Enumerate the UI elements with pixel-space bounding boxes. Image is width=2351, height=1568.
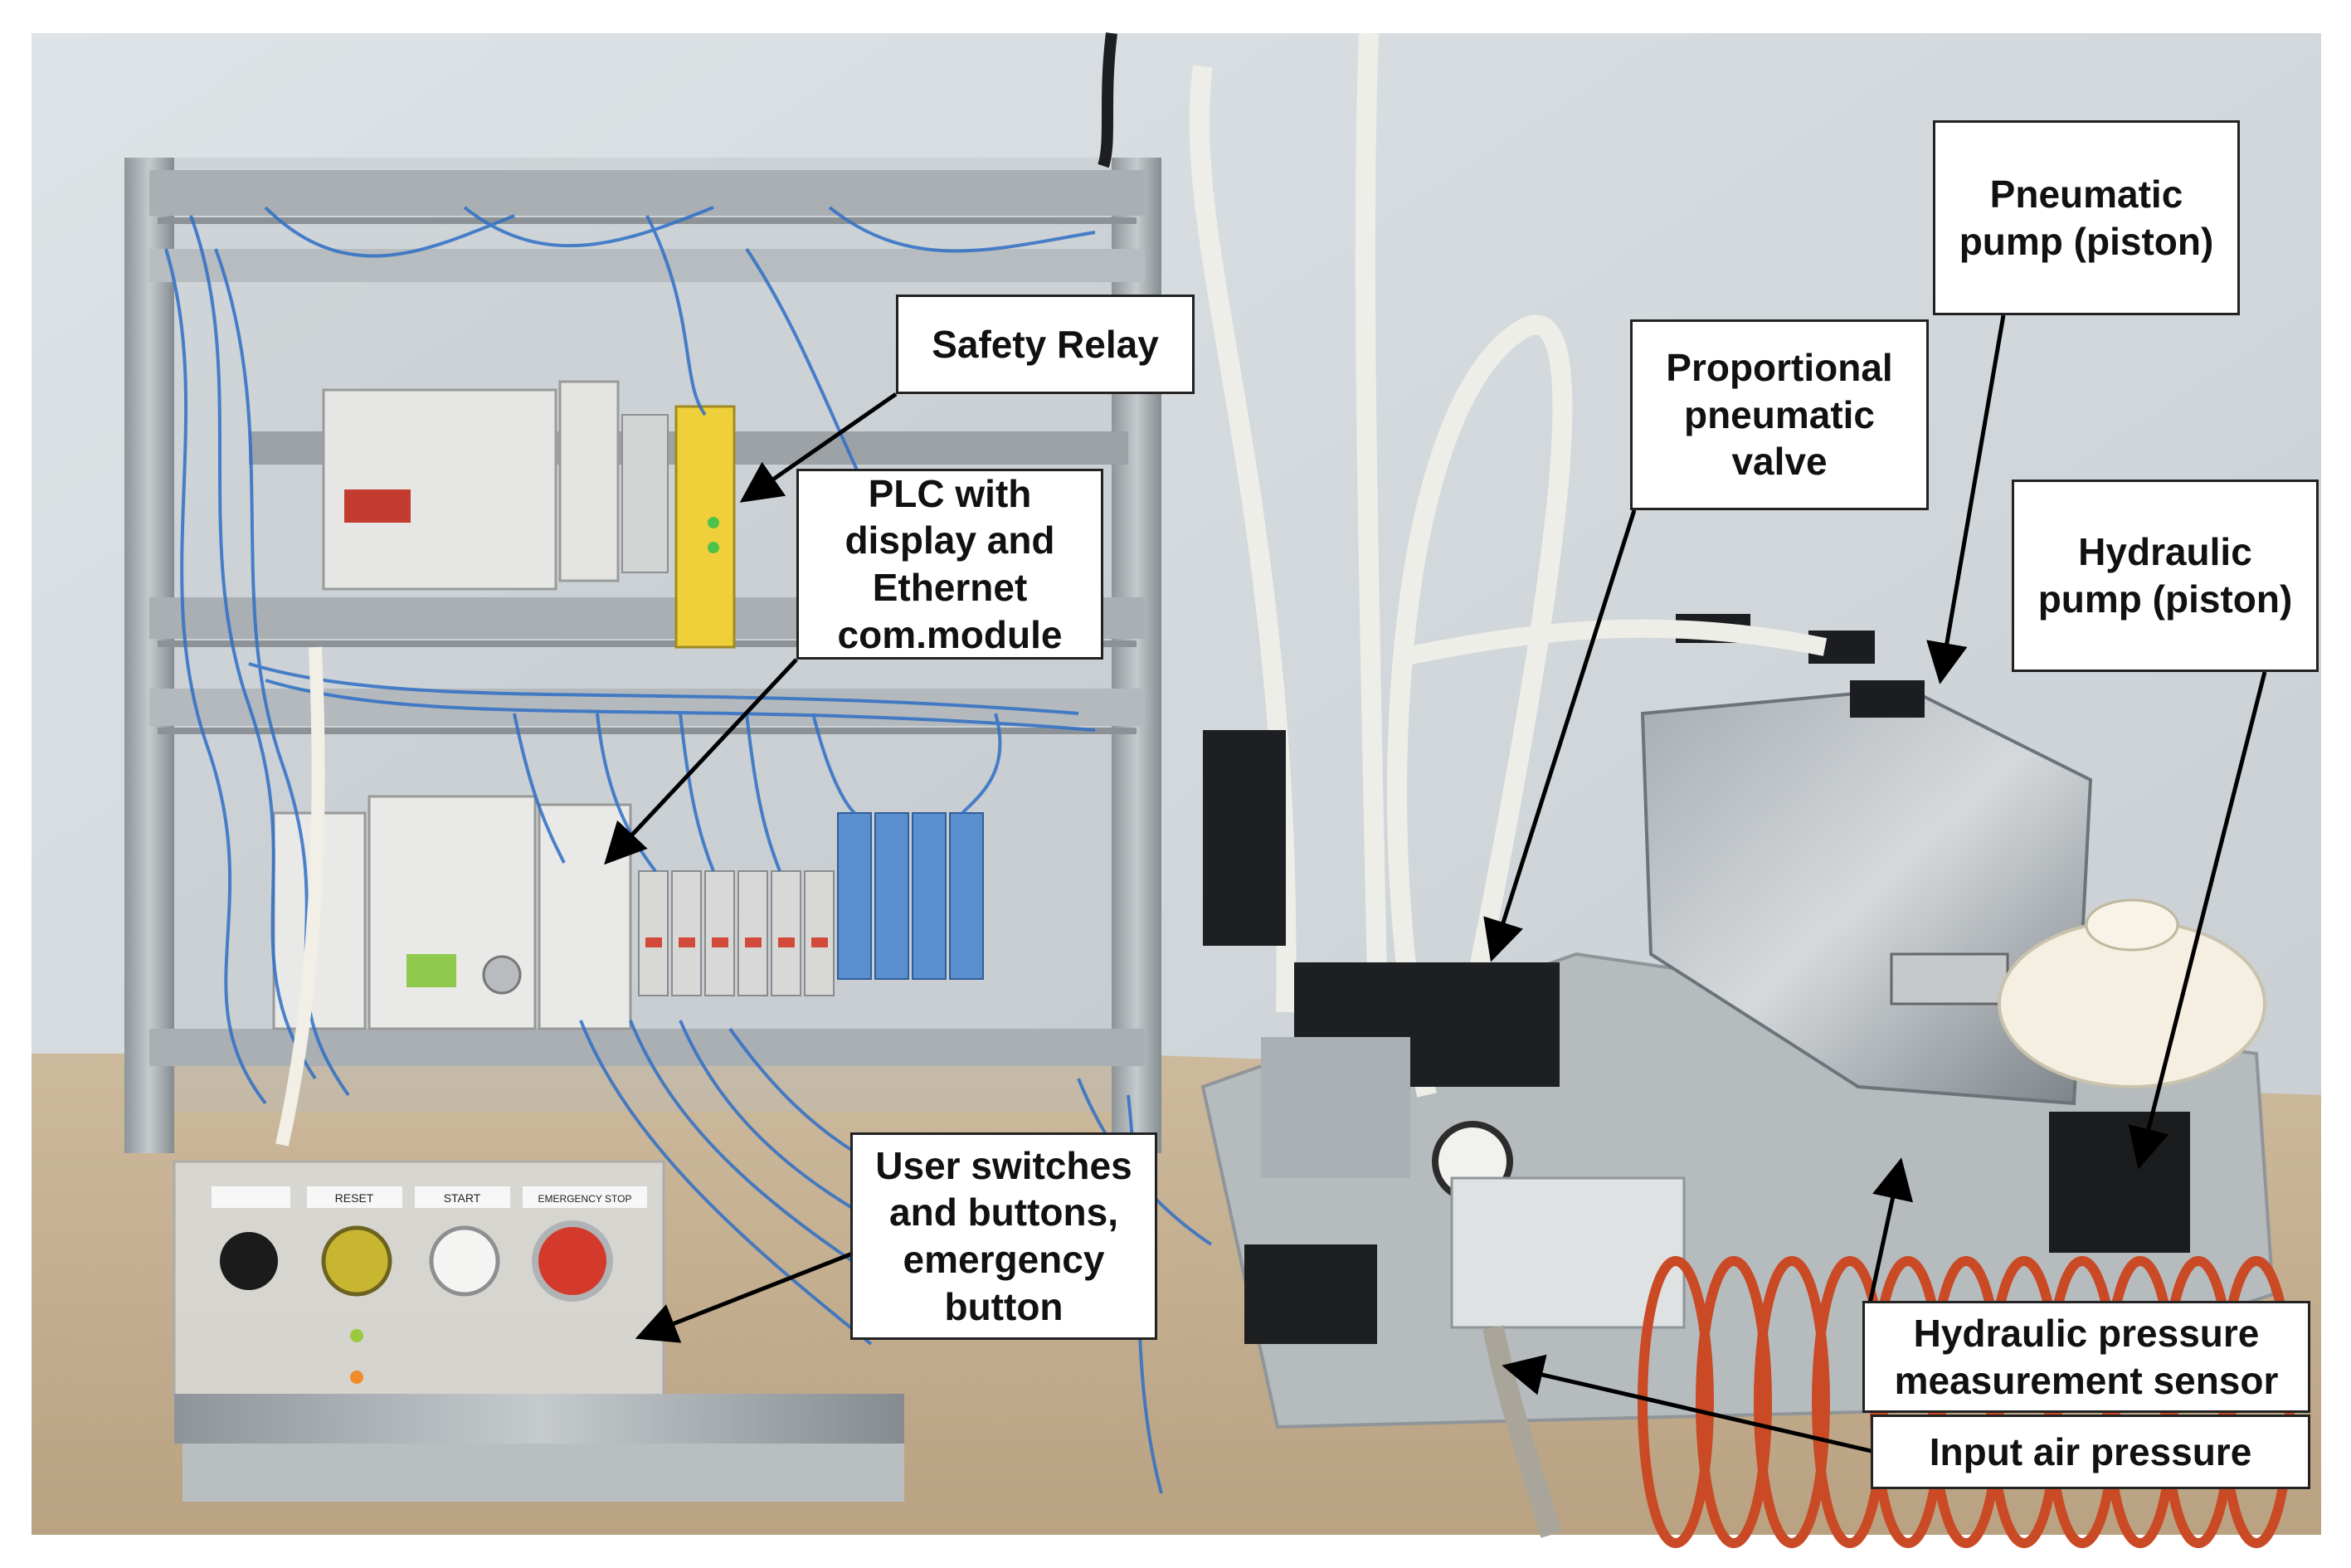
reset-label: RESET (335, 1191, 374, 1205)
callout-safety-relay: Safety Relay (896, 295, 1195, 394)
callout-plc-line-1: PLC with (868, 471, 1032, 515)
callout-hydraulic-sensor: Hydraulic pressure measurement sensor (1862, 1301, 2310, 1413)
reset-button (321, 1225, 392, 1297)
callout-user-switches-line-3: emergency (903, 1238, 1105, 1281)
start-button (429, 1225, 500, 1297)
callout-user-switches: User switches and buttons, emergency but… (850, 1132, 1157, 1340)
black-cable (1098, 32, 1117, 168)
callout-prop-valve-line-2: pneumatic (1683, 392, 1876, 436)
start-label: START (444, 1191, 481, 1205)
callout-safety-relay-line-1: Safety Relay (932, 322, 1159, 366)
user-switch-panel: RESET START EMERGENCY STOP (173, 1160, 904, 1502)
callout-hydraulic-pump-line-2: pump (piston) (2037, 577, 2293, 621)
callout-hydraulic-sensor-line-1: Hydraulic pressure (1913, 1311, 2260, 1355)
callout-input-air: Input air pressure (1871, 1415, 2310, 1489)
callout-plc-line-2: display and (845, 519, 1055, 562)
callout-user-switches-line-2: and buttons, (889, 1191, 1118, 1234)
callout-hydraulic-sensor-line-2: measurement sensor (1894, 1358, 2279, 1402)
callout-hydraulic-pump-line-1: Hydraulic (2078, 530, 2252, 574)
callout-input-air-line-1: Input air pressure (1929, 1429, 2252, 1473)
white-cable (275, 646, 325, 1147)
callout-plc-line-3: Ethernet (872, 566, 1028, 609)
hydraulic-cylinder (2049, 1112, 2190, 1253)
emergency-stop-button (532, 1220, 613, 1302)
emergency-stop-label: EMERGENCY STOP (538, 1193, 632, 1205)
callout-pneumatic-pump-line-1: Pneumatic (1989, 172, 2183, 216)
callout-plc: PLC with display and Ethernet com.module (796, 469, 1103, 660)
callout-prop-valve: Proportional pneumatic valve (1630, 319, 1929, 510)
callout-plc-line-4: com.module (837, 612, 1063, 656)
callout-pneumatic-pump: Pneumatic pump (piston) (1933, 120, 2240, 315)
panel-label-strip: RESET START EMERGENCY STOP (212, 1186, 647, 1208)
callout-hydraulic-pump: Hydraulic pump (piston) (2012, 480, 2319, 672)
callout-user-switches-line-1: User switches (875, 1143, 1132, 1187)
callout-pneumatic-pump-line-2: pump (piston) (1959, 219, 2214, 263)
callout-user-switches-line-4: button (944, 1284, 1064, 1328)
callout-prop-valve-line-3: valve (1731, 440, 1828, 484)
selector-switch (220, 1232, 278, 1290)
callout-prop-valve-line-1: Proportional (1666, 346, 1893, 390)
